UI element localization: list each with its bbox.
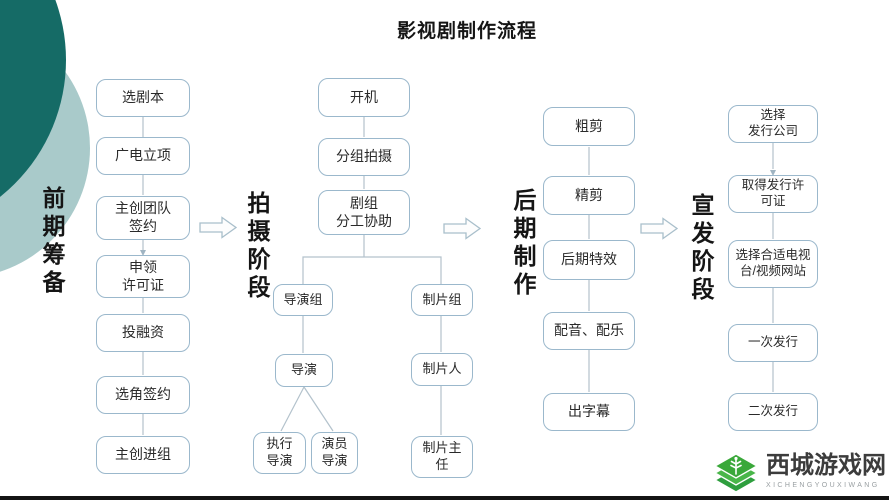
arrowhead-down-icon: [140, 250, 146, 256]
stage-label-prep: 前期筹备: [39, 186, 65, 298]
stage-arrow-right-icon: [640, 217, 679, 240]
step-apply-permit: 申领 许可证: [96, 255, 190, 298]
step-second-release: 二次发行: [728, 393, 818, 431]
site-watermark: 西城游戏网 XICHENGYOUXIWANG: [711, 452, 886, 494]
step-choose-distributor: 选择 发行公司: [728, 105, 818, 143]
step-first-release: 一次发行: [728, 324, 818, 362]
node-production-group: 制片组: [411, 284, 473, 316]
stage-label-shooting: 拍摄阶段: [244, 191, 270, 303]
step-dubbing-music: 配音、配乐: [543, 312, 635, 350]
stage-label-post: 后期制作: [510, 188, 536, 300]
stage-arrow-right-icon: [199, 216, 238, 239]
step-fine-cut: 精剪: [543, 176, 635, 215]
step-select-script: 选剧本: [96, 79, 190, 117]
step-rough-cut: 粗剪: [543, 107, 635, 146]
step-creative-team-signing: 主创团队 签约: [96, 196, 190, 240]
wheat-diamond-logo-icon: [713, 453, 759, 493]
node-executive-director: 执行 导演: [253, 432, 306, 474]
bottom-border-bar: [0, 496, 889, 500]
step-casting-signing: 选角签约: [96, 376, 190, 414]
watermark-romanized: XICHENGYOUXIWANG: [766, 481, 880, 489]
page-title: 影视剧制作流程: [397, 21, 538, 42]
step-choose-tv-platform: 选择合适电视 台/视频网站: [728, 240, 818, 288]
step-creators-join-crew: 主创进组: [96, 436, 190, 474]
node-director: 导演: [275, 354, 333, 387]
step-crew-division: 剧组 分工协助: [318, 190, 410, 235]
step-obtain-distribution-permit: 取得发行许 可证: [728, 175, 818, 213]
node-director-group: 导演组: [273, 284, 333, 316]
step-group-shooting: 分组拍摄: [318, 138, 410, 176]
watermark-name: 西城游戏网: [766, 452, 886, 479]
step-camera-start: 开机: [318, 78, 410, 117]
stage-arrow-right-icon: [443, 217, 482, 240]
step-investment-financing: 投融资: [96, 314, 190, 352]
shooting-connectors: [280, 117, 442, 435]
step-broadcast-approval: 广电立项: [96, 137, 190, 175]
step-subtitles: 出字幕: [543, 393, 635, 431]
stage-label-distribution: 宣发阶段: [688, 193, 714, 305]
arrowhead-down-icon: [770, 170, 776, 176]
node-actor-director: 演员 导演: [311, 432, 358, 474]
node-producer: 制片人: [411, 353, 473, 386]
step-post-effects: 后期特效: [543, 240, 635, 280]
node-production-manager: 制片主 任: [411, 436, 473, 478]
